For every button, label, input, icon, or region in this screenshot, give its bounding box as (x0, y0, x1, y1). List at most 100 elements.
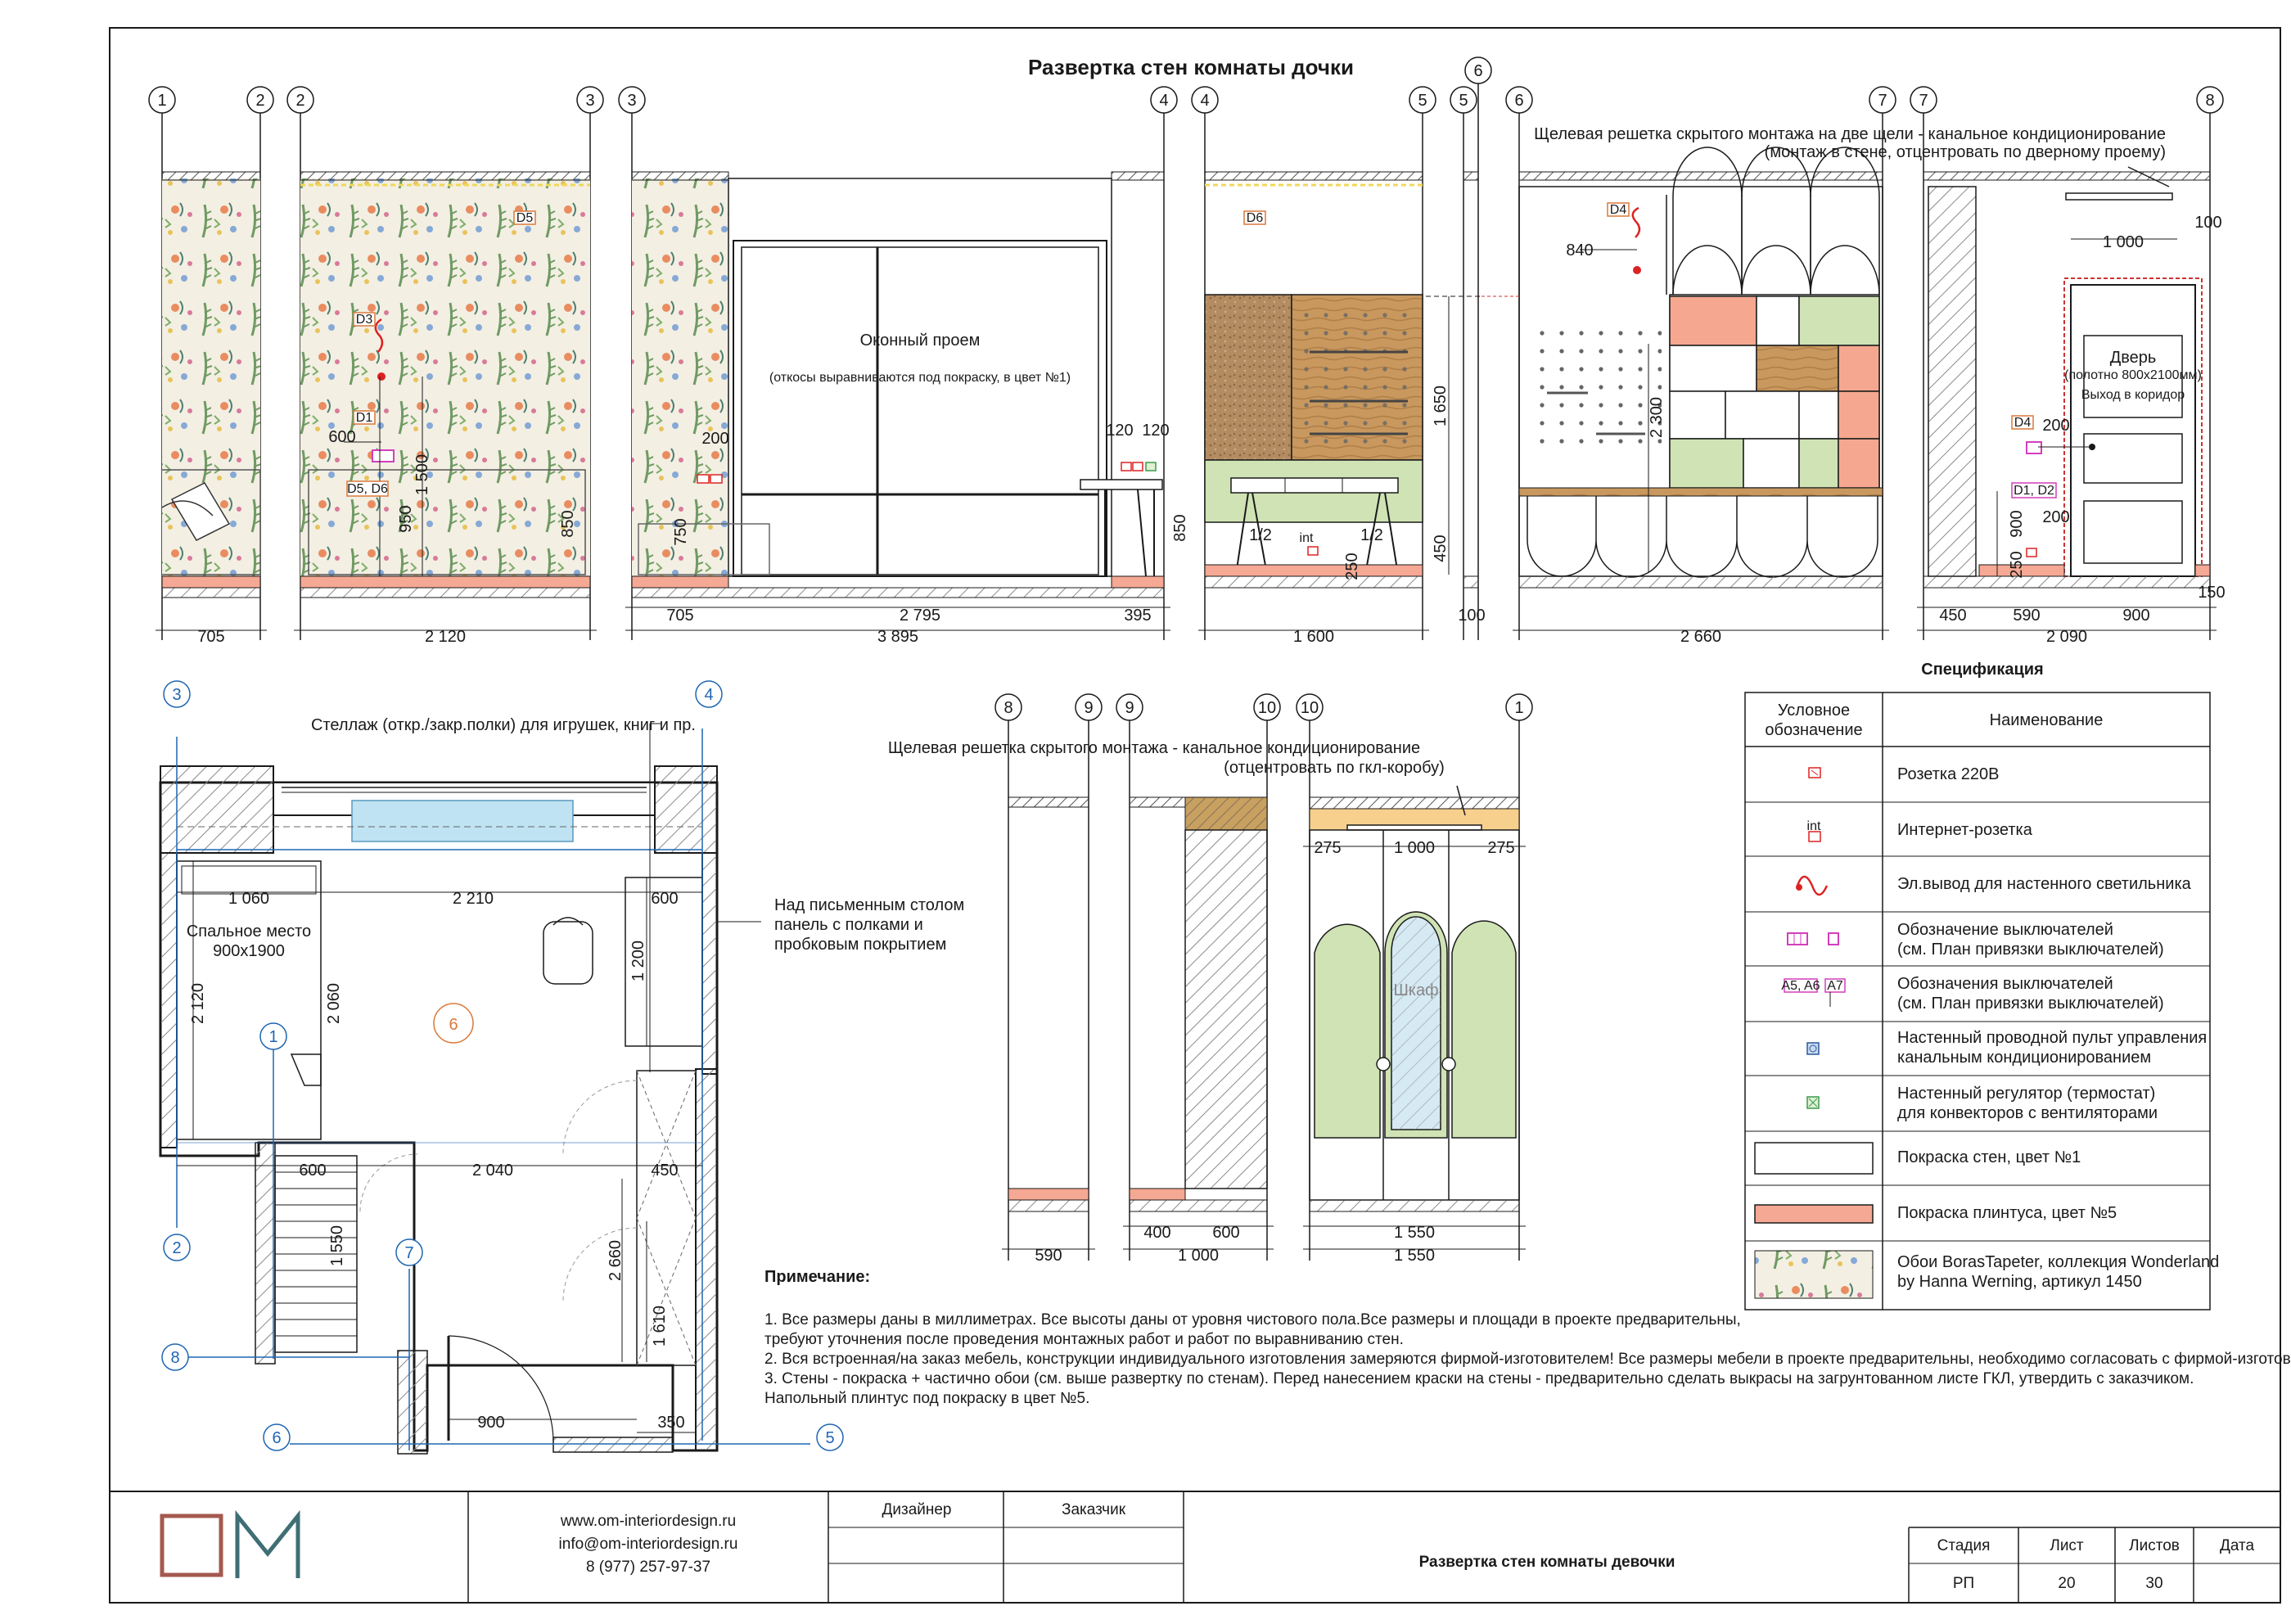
elevation-tag: D5 (513, 210, 536, 225)
axis-marker: 6 (1464, 56, 1492, 84)
dimension-label: 2 120 (425, 628, 466, 646)
spec-symbol-label: int (1807, 819, 1821, 833)
elevation-3-4 (631, 113, 1165, 640)
company-phone: 8 (977) 257-97-37 (586, 1559, 710, 1576)
dimension-label: 200 (701, 430, 728, 448)
spec-symbol-label: A7 (1827, 979, 1843, 993)
dimension-label: 2 090 (2046, 628, 2087, 646)
axis-label: 10 (1301, 699, 1319, 717)
dimension-label: 1 000 (2103, 233, 2144, 251)
spec-row-name: (см. План привязки выключателей) (1897, 941, 2164, 959)
axis-label: 8 (170, 1349, 179, 1367)
dimension-label: 1 600 (1293, 628, 1334, 646)
closet-grille-note: Щелевая решетка скрытого монтажа - канал… (888, 739, 1420, 757)
door-exit: Выход в коридор (2081, 388, 2185, 402)
dimension-label: 850 (559, 510, 577, 537)
elevation-tag: D3 (353, 312, 376, 327)
dimension-label: 2 300 (1648, 397, 1666, 438)
dimension-label: 1 500 (413, 454, 431, 495)
axis-label: 4 (704, 686, 713, 704)
axis-label: 7 (1919, 92, 1928, 110)
elevation-6-7 (1481, 113, 1883, 640)
page-title: Развертка стен комнаты дочки (1028, 55, 1354, 79)
spec-row-name: канальным кондиционированием (1897, 1049, 2151, 1067)
plan-note: Стеллаж (откр./закр.полки) для игрушек, … (311, 716, 696, 734)
elevation-tag: D5, D6 (346, 480, 389, 497)
spec-row-name: Обозначения выключателей (1897, 975, 2113, 993)
elevation-2-3 (300, 113, 591, 640)
axis-label: 5 (1459, 92, 1468, 110)
spec-row-name: Интернет-розетка (1897, 821, 2033, 839)
plan-note: Над письменным столом (774, 896, 964, 914)
dimension-label: 1 200 (629, 941, 647, 981)
axis-marker: 1 (148, 86, 176, 114)
dimension-label: 200 (2042, 417, 2069, 435)
dimension-label: 2 060 (325, 983, 343, 1024)
tag-label: D6 (1247, 211, 1264, 225)
dimension-label: 600 (328, 428, 355, 446)
axis-label: 2 (295, 92, 304, 110)
dimension-label: 120 (1106, 422, 1133, 440)
notes-heading: Примечание: (764, 1268, 870, 1286)
note-line: Напольный плинтус под покраску в цвет №5… (764, 1390, 1089, 1407)
dimension-label: 705 (666, 607, 693, 625)
axis-label: 7 (404, 1244, 413, 1262)
axis-marker: 10 (1253, 693, 1281, 721)
dimension-label: 450 (1432, 535, 1450, 562)
elevation-1-2 (161, 113, 261, 640)
tag-label: D4 (1610, 203, 1627, 217)
dimension-label: 850 (1171, 514, 1189, 541)
note-line: 3. Стены - покраска + частично обои (см.… (764, 1370, 2194, 1387)
door-label: Дверь (2110, 349, 2157, 367)
dimension-label: 1 550 (1394, 1247, 1435, 1265)
axis-label: 3 (585, 92, 594, 110)
spec-symbol-label: A5, A6 (1781, 979, 1820, 993)
stage-value: РП (1953, 1575, 1974, 1592)
spec-row-name: для конвекторов с вентиляторами (1897, 1104, 2158, 1122)
company-website: www.om-interiordesign.ru (560, 1513, 736, 1530)
dimension-label: 950 (397, 505, 415, 532)
spec-row-name: Обои BorasTapeter, коллекция Wonderland (1897, 1253, 2219, 1271)
dimension-label: 450 (651, 1162, 678, 1180)
axis-marker: 6 (1505, 86, 1533, 114)
dimension-label: 2 040 (472, 1162, 513, 1180)
tag-label: D5 (516, 211, 534, 225)
spec-row-name: Розетка 220В (1897, 765, 2000, 783)
elevation-tag: D4 (1607, 202, 1630, 217)
axis-marker: 5 (1409, 86, 1436, 114)
dimension-label: 275 (1314, 839, 1341, 857)
note-line: требуют уточнения после проведения монта… (764, 1331, 1404, 1348)
dimension-label: 120 (1142, 422, 1169, 440)
axis-label: 4 (1200, 92, 1209, 110)
elevation-5-6 (1463, 82, 1479, 640)
note-line: 1. Все размеры даны в миллиметрах. Все в… (764, 1311, 1741, 1329)
axis-label: 10 (1258, 699, 1276, 717)
elevation-tag: D1, D2 (2011, 482, 2057, 498)
dimension-label: 450 (1939, 607, 1966, 625)
closet-grille-note: (отцентровать по гкл-коробу) (1224, 759, 1445, 777)
axis-label: 1 (1514, 699, 1523, 717)
spec-title: Спецификация (1921, 661, 2043, 679)
spec-rows: Розетка 220В Интернет-розетка Эл.вывод д… (1897, 765, 2219, 1291)
axis-marker: 2 (163, 1234, 191, 1261)
dimension-label: 1 000 (1394, 839, 1435, 857)
axis-label: 6 (1514, 92, 1523, 110)
axis-marker: 2 (246, 86, 274, 114)
axis-label: 3 (627, 92, 636, 110)
sheet-header: Лист (2050, 1537, 2084, 1554)
sheets-header: Листов (2129, 1537, 2180, 1554)
dimension-label: 600 (299, 1162, 326, 1180)
sheet-value: 20 (2058, 1575, 2075, 1592)
axis-label: 9 (1125, 699, 1134, 717)
axis-marker: 3 (618, 86, 646, 114)
sheet-frame (109, 27, 2281, 1604)
spec-row-name: Обозначение выключателей (1897, 921, 2113, 939)
dimension-label: 1/2 (1360, 526, 1383, 544)
dimension-label: 250 (1343, 553, 1361, 580)
company-email: info@om-interiordesign.ru (559, 1536, 738, 1553)
axis-label: 7 (1878, 92, 1887, 110)
axis-label: 1 (157, 92, 166, 110)
int-label: int (1300, 531, 1314, 545)
window-note: (откосы выравниваются под покраску, в цв… (769, 371, 1071, 385)
closet-elevations (1008, 720, 1520, 1261)
